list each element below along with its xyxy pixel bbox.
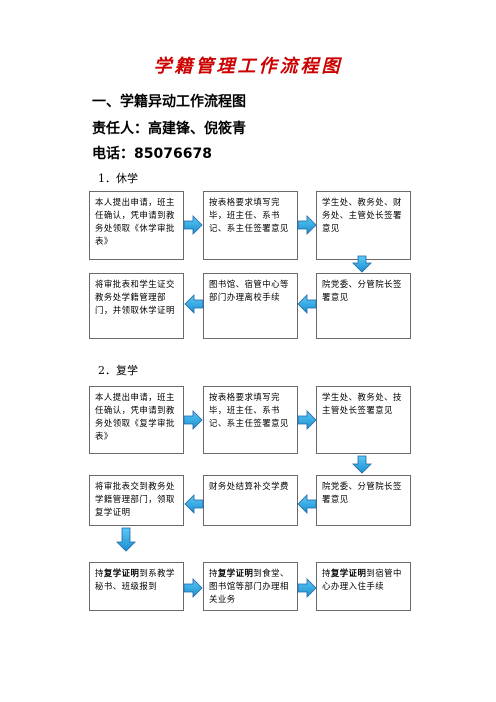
arrow-right-icon	[297, 215, 317, 235]
flow-box: 本人提出申请，班主任确认，凭申请到教务处领取《休学审批表》	[89, 191, 184, 260]
flow-box: 学生处、教务处、技主管处长签署意见	[316, 386, 411, 454]
section-heading: 一、学籍异动工作流程图	[92, 94, 246, 110]
arrow-down-icon	[352, 455, 372, 474]
flow-box: 按表格要求填写完毕，班主任、系书记、系主任签署意见	[203, 191, 298, 260]
responsible-line: 责任人：高建锋、倪筱青	[92, 121, 246, 137]
arrow-left-icon	[184, 494, 204, 514]
arrow-right-icon	[297, 578, 317, 598]
bold-text: 复学证明	[330, 568, 367, 578]
flow-box: 院党委、分管院长签署意见	[316, 475, 411, 526]
flow-box: 持复学证明到宿管中心办理入住手续	[316, 562, 411, 611]
arrow-left-icon	[184, 294, 204, 314]
flow-box: 本人提出申请，班主任确认，凭申请到教务处领取《复学审批表》	[89, 386, 184, 454]
flow-box: 持复学证明到系教学秘书、班级报到	[89, 562, 184, 611]
arrow-left-icon	[297, 494, 317, 514]
flow-box: 学生处、教务处、财务处、主管处长签署意见	[316, 191, 411, 260]
section2-label: 2．复学	[98, 364, 138, 377]
phone-line: 电话：85076678	[92, 146, 212, 162]
arrow-down-icon	[352, 255, 372, 273]
flow-box: 将审批表交到教务处学籍管理部门，领取复学证明	[89, 475, 184, 526]
arrow-right-icon	[183, 410, 203, 430]
flow-box: 财务处结算补交学费	[203, 475, 298, 526]
arrow-right-icon	[297, 410, 317, 430]
arrow-down-icon	[116, 527, 136, 552]
arrow-left-icon	[297, 294, 317, 314]
flow-box: 图书馆、宿管中心等部门办理离校手续	[203, 273, 298, 339]
flow-box: 将审批表和学生证交教务处学籍管理部门，并领取休学证明	[89, 273, 184, 339]
section1-label: 1．休学	[98, 172, 138, 185]
flow-box: 按表格要求填写完毕，班主任、系书记、系主任签署意见	[203, 386, 298, 454]
bold-text: 复学证明	[103, 568, 140, 578]
flow-box: 院党委、分管院长签署意见	[316, 273, 411, 339]
flow-box: 持复学证明到食堂、图书馆等部门办理相关业务	[203, 562, 298, 611]
page-title: 学籍管理工作流程图	[153, 56, 343, 77]
bold-text: 复学证明	[217, 568, 254, 578]
arrow-right-icon	[183, 215, 203, 235]
arrow-right-icon	[183, 578, 203, 598]
